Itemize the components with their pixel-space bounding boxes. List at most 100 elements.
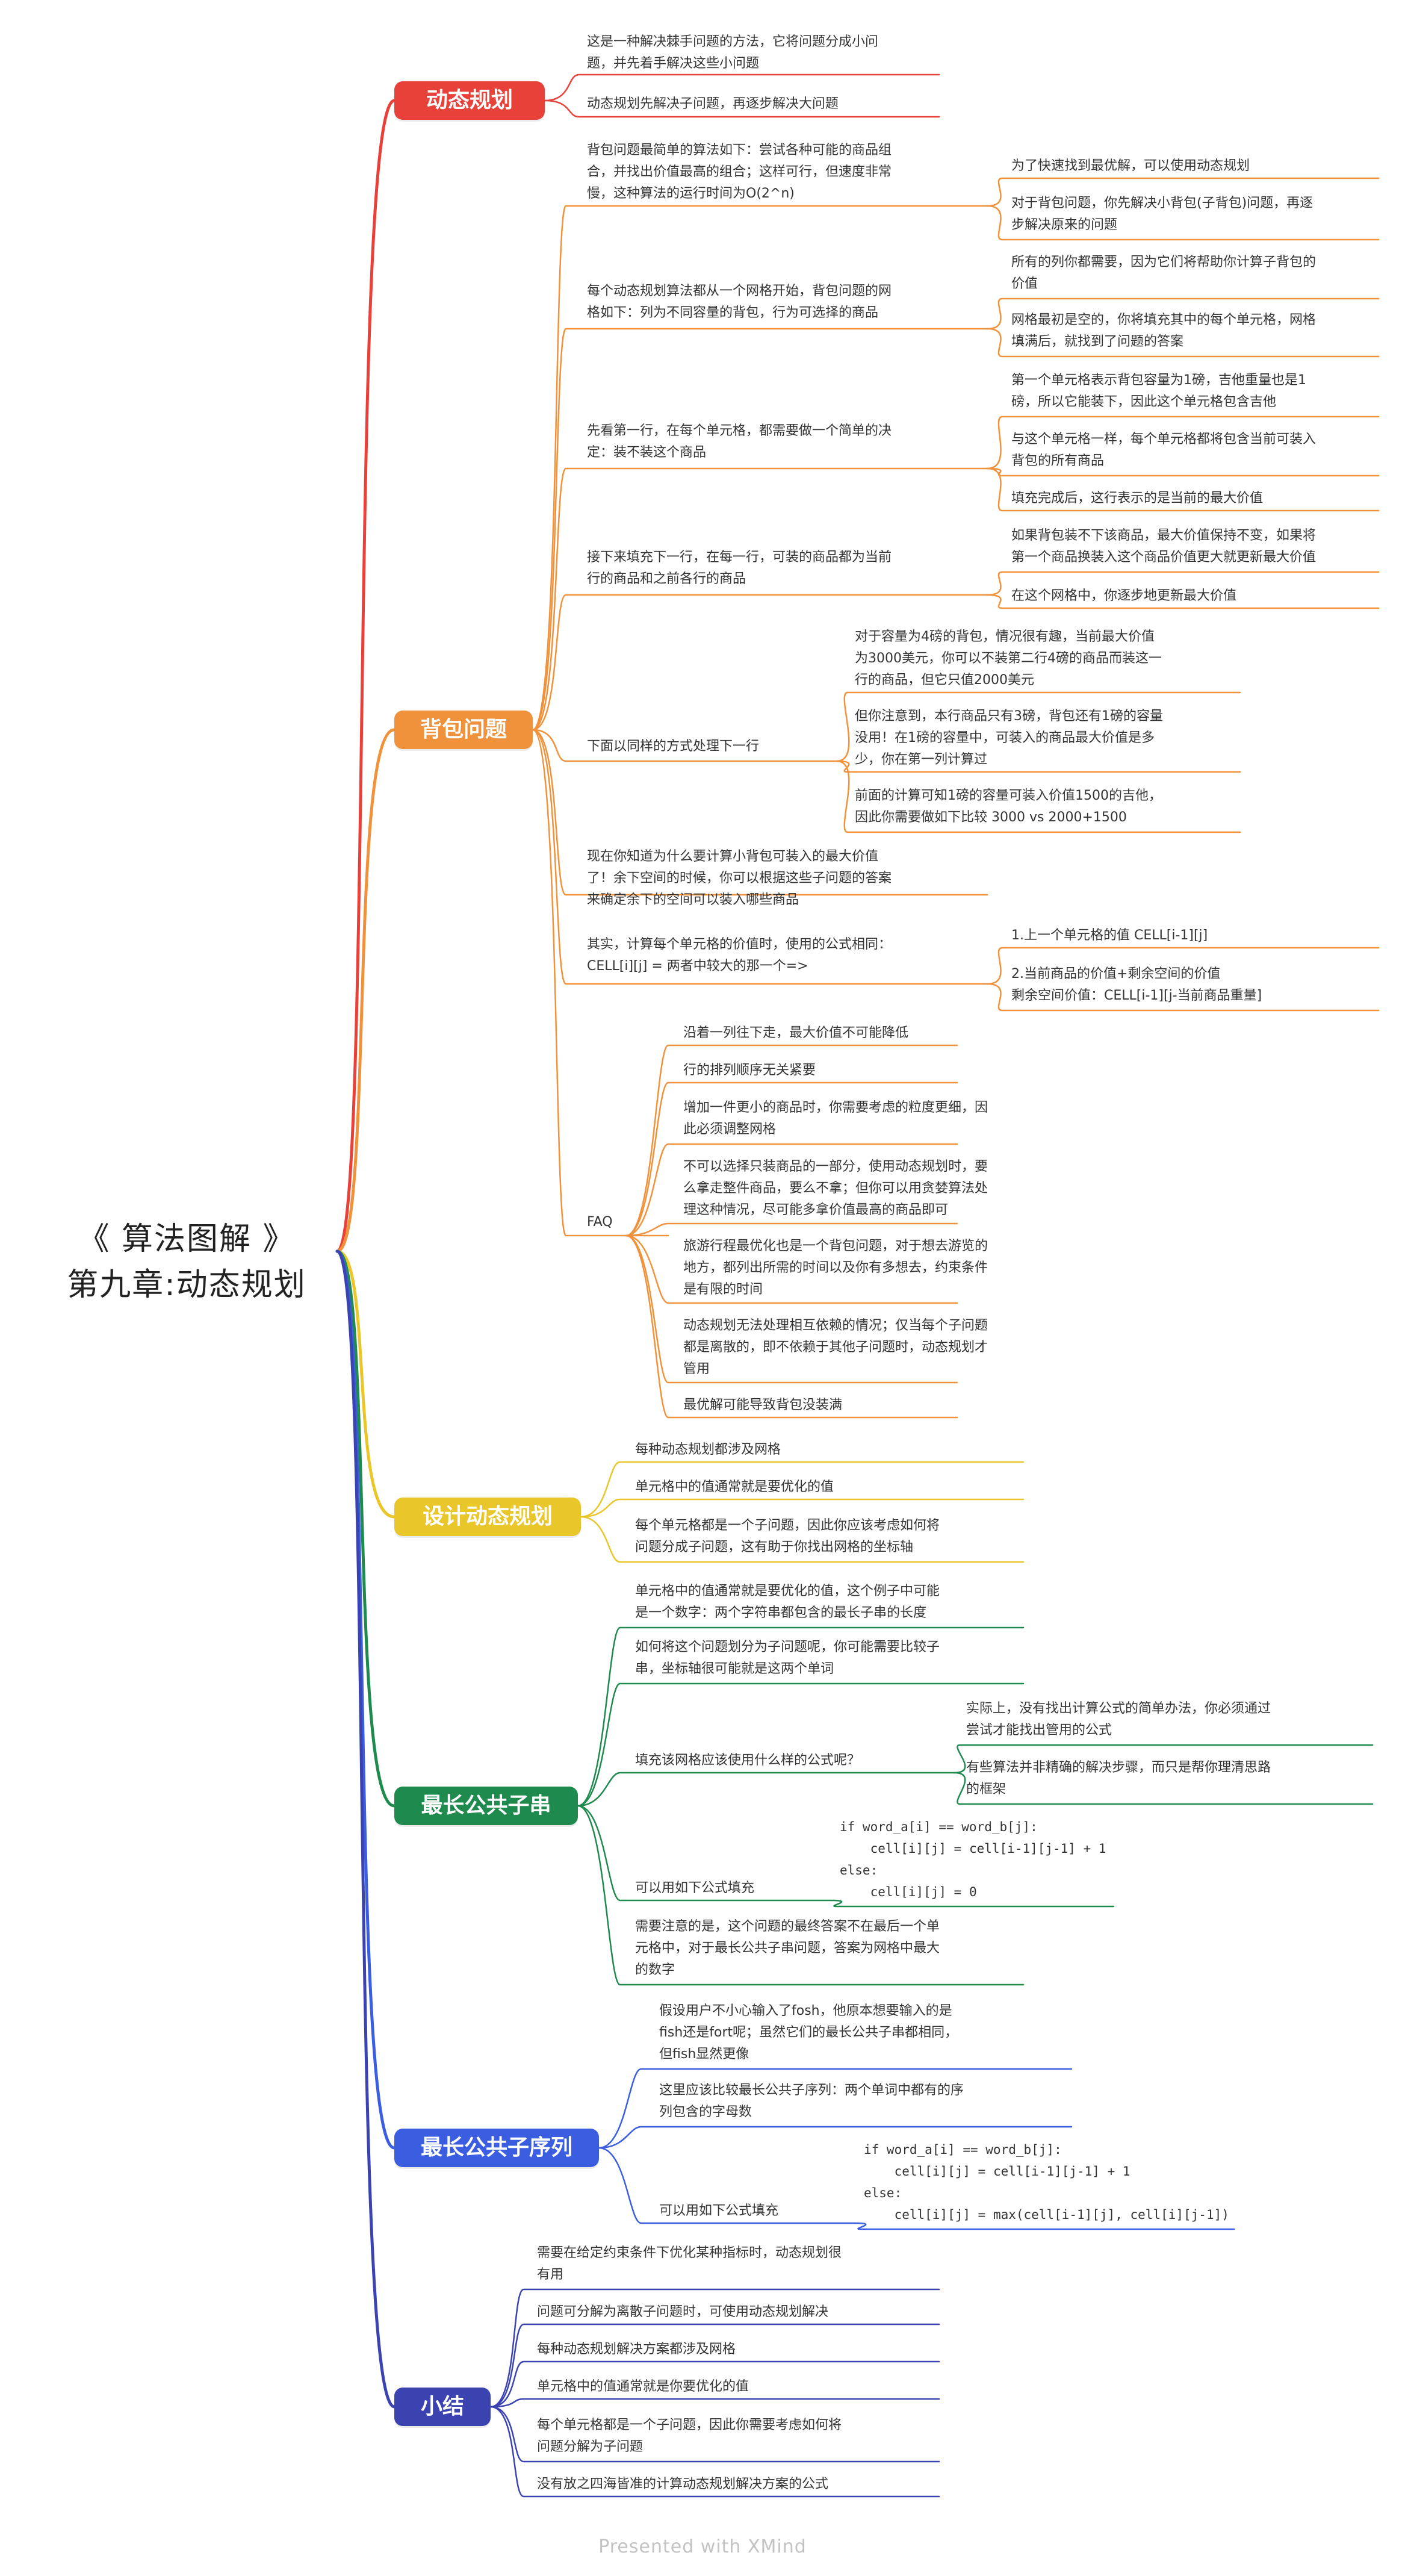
child-connector-line: [532, 467, 988, 731]
child-connector-line: [625, 1234, 958, 1384]
topic-knapsack-7[interactable]: 其实，计算每个单元格的价值时，使用的公式相同： CELL[i][j] = 两者中…: [587, 937, 892, 974]
topic-lcs-3[interactable]: 填充该网格应该使用什么样的公式呢？: [635, 1753, 861, 1768]
child-connector-line: [544, 99, 940, 118]
topic-lcsq-1[interactable]: 假设用户不小心输入了fosh，他原本想要输入的是 fish还是fort呢；虽然它…: [659, 2003, 958, 2062]
child-connector-line: [580, 1516, 1025, 1563]
topic-knapsack-3-2[interactable]: 与这个单元格一样，每个单元格都将包含当前可装入 背包的所有商品: [1011, 432, 1317, 468]
topic-summary-5[interactable]: 每个单元格都是一个子问题，因此你需要考虑如何将 问题分解为子问题: [537, 2418, 842, 2454]
topic-lcs-2[interactable]: 如何将这个问题划分为子问题呢，你可能需要比较子 串，坐标轴很可能就是这两个单词: [635, 1640, 940, 1676]
topic-lcsq-2[interactable]: 这里应该比较最长公共子序列：两个单词中都有的序 列包含的字母数: [659, 2083, 964, 2120]
child-connector-line: [532, 328, 988, 731]
topic-knapsack-2-2[interactable]: 网格最初是空的，你将填充其中的每个单元格，网格 填满后，就找到了问题的答案: [1011, 313, 1317, 349]
topic-faq-4[interactable]: 不可以选择只装商品的一部分，使用动态规划时，要 么拿走整件商品，要么不拿；但你可…: [683, 1159, 988, 1218]
child-connector-line: [532, 729, 669, 1237]
topic-design-1[interactable]: 每种动态规划都涉及网格: [635, 1442, 781, 1457]
child-connector-line: [625, 1234, 958, 1419]
topic-faq-6[interactable]: 动态规划无法处理相互依赖的情况；仅当每个子问题 都是离散的，即不依赖于其他子问题…: [683, 1318, 988, 1377]
child-connector-line: [580, 1498, 1025, 1518]
branch-summary[interactable]: 小结: [394, 2388, 491, 2426]
child-connector-line: [577, 1682, 1025, 1807]
topic-lcsq-3[interactable]: 可以用如下公式填充: [659, 2203, 779, 2218]
topic-summary-4[interactable]: 单元格中的值通常就是你要优化的值: [537, 2379, 749, 2394]
topic-faq-3[interactable]: 增加一件更小的商品时，你需要考虑的粒度更细，因 此必须调整网格: [683, 1100, 988, 1137]
child-connector-line: [532, 729, 838, 762]
branch-dynamic-programming[interactable]: 动态规划: [394, 81, 545, 120]
child-connector-line: [532, 729, 988, 896]
root-topic[interactable]: 《 算法图解 》 第九章:动态规划: [60, 1216, 313, 1308]
child-connector-line: [489, 2406, 940, 2463]
child-connector-line: [577, 1772, 955, 1807]
child-connector-line: [625, 1143, 958, 1237]
root-to-branch-line: [335, 728, 396, 1253]
topic-faq-5[interactable]: 旅游行程最优化也是一个背包问题，对于想去游览的 地方，都列出所需的时间以及你有多…: [683, 1239, 988, 1297]
child-connector-line: [489, 2288, 940, 2408]
root-to-branch-line: [335, 99, 396, 1253]
child-connector-line: [544, 73, 940, 102]
child-connector-line: [532, 729, 988, 985]
topic-faq-1[interactable]: 沿着一列往下走，最大价值不可能降低: [683, 1025, 909, 1041]
topic-knapsack-5[interactable]: 下面以同样的方式处理下一行: [587, 739, 760, 754]
topic-knapsack-6[interactable]: 现在你知道为什么要计算小背包可装入的最大价值 了！余下空间的时候，你可以根据这些…: [587, 849, 892, 907]
topic-design-3[interactable]: 每个单元格都是一个子问题，因此你应该考虑如何将 问题分成子问题，这有助于你找出网…: [635, 1518, 940, 1555]
branch-longest-common-substring[interactable]: 最长公共子串: [394, 1787, 578, 1825]
child-connector-line: [598, 2068, 1073, 2149]
topic-knapsack-5-3[interactable]: 前面的计算可知1磅的容量可装入价值1500的吉他， 因此你需要做如下比较 300…: [855, 788, 1162, 825]
child-connector-line: [625, 1234, 958, 1304]
root-title-line1: 《 算法图解 》: [78, 1221, 296, 1257]
topic-summary-3[interactable]: 每种动态规划解决方案都涉及网格: [537, 2342, 736, 2357]
child-connector-line: [489, 2323, 940, 2408]
child-connector-line: [625, 1081, 958, 1237]
branch-knapsack[interactable]: 背包问题: [394, 711, 533, 749]
child-connector-line: [577, 1805, 1025, 1986]
child-connector-line: [836, 691, 1241, 762]
topic-knapsack-5-2[interactable]: 但你注意到，本行商品只有3磅，背包还有1磅的容量 没用！在1磅的容量中，可装入的…: [855, 709, 1163, 767]
child-connector-line: [625, 1222, 958, 1237]
child-connector-line: [986, 205, 1380, 241]
topic-knapsack-4-2[interactable]: 在这个网格中，你逐步地更新最大价值: [1011, 588, 1237, 603]
child-connector-line: [489, 2398, 940, 2408]
topic-knapsack-7-1[interactable]: 1.上一个单元格的值 CELL[i-1][j]: [1011, 928, 1208, 943]
child-connector-line: [489, 2406, 940, 2498]
topic-summary-2[interactable]: 问题可分解为离散子问题时，可使用动态规划解决: [537, 2304, 829, 2319]
child-connector-line: [598, 2147, 856, 2224]
topic-summary-1[interactable]: 需要在给定约束条件下优化某种指标时，动态规划很 有用: [537, 2245, 842, 2282]
topic-knapsack-2-1[interactable]: 所有的列你都需要，因为它们将帮助你计算子背包的 价值: [1011, 255, 1317, 291]
topic-knapsack-1[interactable]: 背包问题最简单的算法如下：尝试各种可能的商品组 合，并找出价值最高的组合；这样可…: [587, 143, 892, 201]
child-connector-line: [986, 594, 1380, 609]
root-to-branch-line: [335, 1249, 396, 2409]
topic-faq-7[interactable]: 最优解可能导致背包没装满: [683, 1398, 843, 1413]
topic-dp-1[interactable]: 这是一种解决棘手问题的方法，它将问题分成小问 题，并先着手解决这些小问题: [587, 34, 879, 71]
topic-summary-6[interactable]: 没有放之四海皆准的计算动态规划解决方案的公式: [537, 2477, 829, 2492]
topic-design-2[interactable]: 单元格中的值通常就是要优化的值: [635, 1479, 834, 1495]
topic-knapsack-4[interactable]: 接下来填充下一行，在每一行，可装的商品都为当前 行的商品和之前各行的商品: [587, 550, 892, 586]
topic-lcs-1[interactable]: 单元格中的值通常就是要优化的值，这个例子中可能 是一个数字：两个字符串都包含的最…: [635, 1584, 940, 1620]
child-connector-line: [986, 467, 1380, 477]
topic-knapsack-7-2[interactable]: 2.当前商品的价值+剩余空间的价值 剩余空间价值：CELL[i-1][j-当前商…: [1011, 966, 1262, 1003]
topic-lcs-3-1[interactable]: 实际上，没有找出计算公式的简单办法，你必须通过 尝试才能找出管用的公式: [966, 1701, 1271, 1738]
topic-knapsack-4-1[interactable]: 如果背包装不下该商品，最大价值保持不变，如果将 第一个商品换装入这个商品价值更大…: [1011, 528, 1317, 565]
child-connector-line: [577, 1626, 1025, 1807]
topic-faq-2[interactable]: 行的排列顺序无关紧要: [683, 1063, 816, 1078]
branch-design-dp[interactable]: 设计动态规划: [394, 1498, 581, 1536]
topic-knapsack-3-3[interactable]: 填充完成后，这行表示的是当前的最大价值: [1011, 491, 1264, 506]
topic-knapsack-3-1[interactable]: 第一个单元格表示背包容量为1磅，吉他重量也是1 磅，所以它能装下，因此这个单元格…: [1011, 373, 1306, 409]
topic-lcs-3-2[interactable]: 有些算法并非精确的解决步骤，而只是帮你理清思路 的框架: [966, 1760, 1271, 1797]
topic-knapsack-3[interactable]: 先看第一行，在每个单元格，都需要做一个简单的决 定：装不装这个商品: [587, 423, 892, 460]
topic-lcsq-3-formula[interactable]: if word_a[i] == word_b[j]: cell[i][j] = …: [864, 2142, 1229, 2222]
topic-knapsack-5-1[interactable]: 对于容量为4磅的背包，情况很有趣，当前最大价值 为3000美元，你可以不装第二行…: [855, 629, 1162, 688]
topic-faq[interactable]: FAQ: [587, 1215, 613, 1230]
branch-longest-common-subsequence[interactable]: 最长公共子序列: [394, 2129, 599, 2167]
topic-lcs-5[interactable]: 需要注意的是，这个问题的最终答案不在最后一个单 元格中，对于最长公共子串问题，答…: [635, 1919, 940, 1977]
topic-knapsack-2[interactable]: 每个动态规划算法都从一个网格开始，背包问题的网 格如下：列为不同容量的背包，行为…: [587, 284, 892, 320]
topic-lcs-4-formula[interactable]: if word_a[i] == word_b[j]: cell[i][j] = …: [840, 1820, 1106, 1899]
child-connector-line: [532, 205, 988, 731]
child-connector-line: [580, 1461, 1025, 1518]
topic-knapsack-1-2[interactable]: 对于背包问题，你先解决小背包(子背包)问题，再逐 步解决原来的问题: [1011, 196, 1314, 232]
topic-knapsack-1-1[interactable]: 为了快速找到最优解，可以使用动态规划: [1011, 158, 1250, 173]
child-connector-line: [489, 2360, 940, 2408]
footer-watermark: Presented with XMind: [598, 2536, 807, 2557]
topic-dp-2[interactable]: 动态规划先解决子问题，再逐步解决大问题: [587, 96, 839, 111]
topic-lcs-4[interactable]: 可以用如下公式填充: [635, 1881, 755, 1896]
